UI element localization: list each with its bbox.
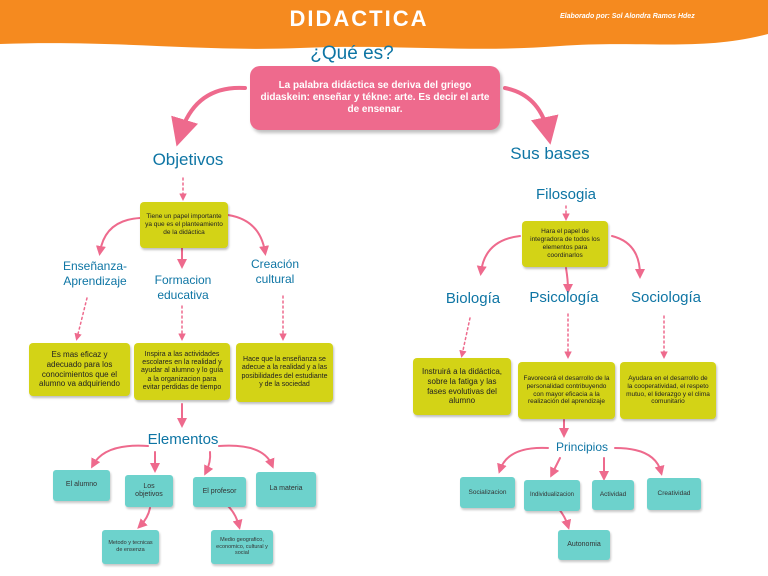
arrow-medio [227, 505, 243, 530]
elemento-profesor: El profesor [193, 477, 246, 507]
arrow-bio [476, 235, 521, 276]
principio-socializacion: Socializacion [460, 477, 515, 508]
elemento-medio: Medio geografico, economico, cultural y … [211, 530, 273, 564]
elemento-objetivos: Los objetivos [125, 475, 173, 507]
arrow-metodo [137, 507, 151, 529]
principio-actividad: Actividad [592, 480, 634, 510]
principio-creatividad: Creatividad [647, 478, 701, 510]
psicologia-text: Favorecerá el desarrollo de la personali… [518, 362, 615, 419]
arrow-crea [227, 214, 270, 256]
dots-ens [74, 297, 88, 341]
elemento-alumno: El alumno [53, 470, 110, 501]
principio-individualizacion: Individualizacion [524, 480, 580, 511]
creacion-text: Hace que la enseñanza se adecue a la rea… [236, 343, 333, 402]
arrow-to-bases [503, 86, 559, 145]
elemento-metodo: Metodo y tecnicas de ensenza [102, 530, 159, 564]
creacion-heading: Creación cultural [250, 257, 300, 286]
formacion-heading: Formacion educativa [154, 273, 212, 302]
principio-autonomia: Autonomia [558, 530, 610, 560]
que-es-heading: ¿Qué es? [310, 43, 394, 64]
biologia-text: Instruirá a la didáctica, sobre la fatig… [413, 358, 511, 415]
arrow-ens [95, 217, 141, 256]
arrow-soc [611, 235, 645, 279]
bases-heading: Sus bases [510, 144, 590, 163]
ensenanza-heading: Enseñanza-Aprendizaje [62, 259, 128, 288]
psicologia-heading: Psicología [529, 289, 599, 306]
header-banner [0, 0, 768, 49]
arrow-social [497, 446, 549, 474]
sociologia-text: Ayudara en el desarrollo de la cooperati… [620, 362, 716, 419]
formacion-text: Inspira a las actividades escolares en l… [134, 343, 230, 400]
ensenanza-text: Es mas eficaz y adecuado para los conoci… [29, 343, 130, 396]
sociologia-heading: Sociología [630, 289, 702, 306]
filosofia-text: Hara el papel de integradora de todos lo… [522, 221, 608, 267]
definition-box: La palabra didáctica se deriva del grieg… [250, 66, 500, 130]
arrow-profesor [204, 451, 214, 476]
author-credit: Elaborado por: Sol Alondra Ramos Hdez [560, 13, 695, 20]
principios-heading: Principios [555, 440, 609, 454]
page-title: DIDACTICA [289, 6, 429, 31]
filosofia-heading: Filosogia [535, 186, 597, 203]
elemento-materia: La materia [256, 472, 316, 507]
arrow-to-objetivos [171, 85, 247, 147]
objetivos-description: Tiene un papel importante ya que es el p… [140, 202, 228, 248]
arrow-creatividad [614, 447, 665, 476]
arrow-materia [218, 444, 275, 469]
arrow-alumno [91, 444, 149, 469]
dots-bio [459, 317, 471, 358]
biologia-heading: Biología [445, 290, 501, 307]
arrow-indiv [550, 457, 561, 478]
objetivos-heading: Objetivos [152, 150, 224, 169]
arrow-psi [562, 267, 573, 294]
elementos-heading: Elementos [147, 431, 219, 448]
